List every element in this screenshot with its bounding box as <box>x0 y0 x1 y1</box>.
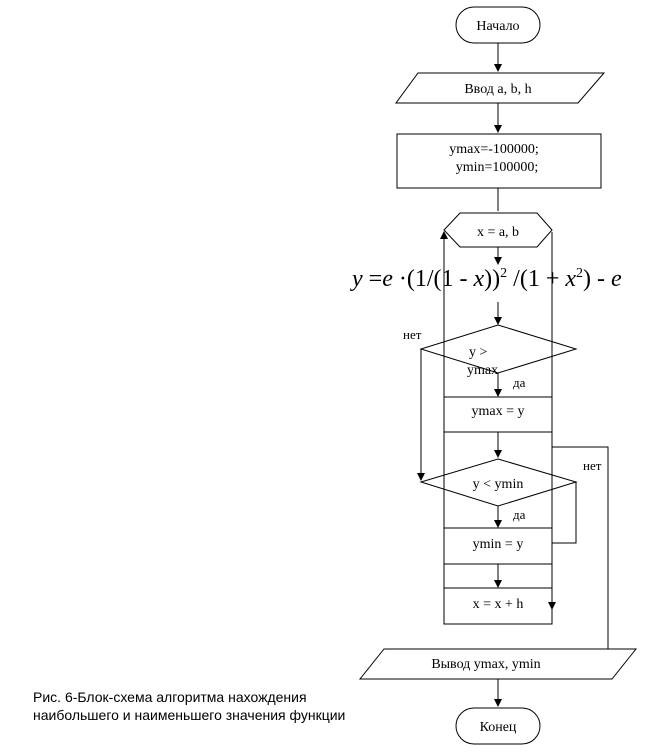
caption-line-2: наибольшего и наименьшего значения функц… <box>33 707 346 723</box>
input-parallelogram <box>395 72 606 104</box>
assign-min-label: ymin = y <box>473 537 524 552</box>
formula-eq: = <box>362 266 383 292</box>
loop-hexagon <box>443 212 553 248</box>
formula-x: x <box>473 266 485 292</box>
label-no-2: нет <box>583 458 602 473</box>
formula-e: e <box>382 266 393 292</box>
decision-min-label: y < ymin <box>473 477 524 492</box>
input-label: Ввод a, b, h <box>464 82 531 97</box>
loop-exit-line <box>551 432 612 664</box>
increment-label: x = x + h <box>473 597 524 612</box>
label-yes-2: да <box>513 507 526 522</box>
formula-sq2: 2 <box>576 266 584 281</box>
formula-sq1: 2 <box>500 266 508 281</box>
formula-dot: · <box>392 266 407 292</box>
init-process <box>396 133 602 189</box>
formula-x2: x <box>565 266 577 292</box>
start-label: Начало <box>476 19 519 34</box>
loop-label: x = a, b <box>477 225 519 240</box>
assign-max-label: ymax = y <box>472 404 525 419</box>
min-join-line <box>552 482 577 544</box>
formula-part1: (1/(1 - <box>406 266 474 292</box>
decision-max-label-1: y > <box>469 345 488 360</box>
formula-part4: ) - <box>583 266 611 292</box>
init-label-1: ymax=-100000; <box>449 142 539 157</box>
formula-part3: /(1 + <box>507 266 566 292</box>
label-no-1: нет <box>403 327 422 342</box>
end-terminal <box>455 707 541 745</box>
formula-e2: e <box>611 266 622 292</box>
formula-y: y <box>352 266 363 292</box>
figure-caption: Рис. 6-Блок-схема алгоритма нахождения н… <box>33 688 403 724</box>
function-formula: y =e ·(1/(1 - x))2 /(1 + x2) - e <box>352 266 622 293</box>
formula-part2: )) <box>484 266 501 292</box>
assign-max-process <box>443 396 553 433</box>
caption-line-1: Рис. 6-Блок-схема алгоритма нахождения <box>33 689 307 705</box>
decision-max-label-2: ymax <box>467 363 498 378</box>
init-label-2: ymin=100000; <box>456 160 539 175</box>
output-parallelogram <box>358 648 638 680</box>
end-label: Конец <box>480 720 517 735</box>
output-label: Вывод ymax, ymin <box>431 657 540 672</box>
label-yes-1: да <box>513 375 526 390</box>
